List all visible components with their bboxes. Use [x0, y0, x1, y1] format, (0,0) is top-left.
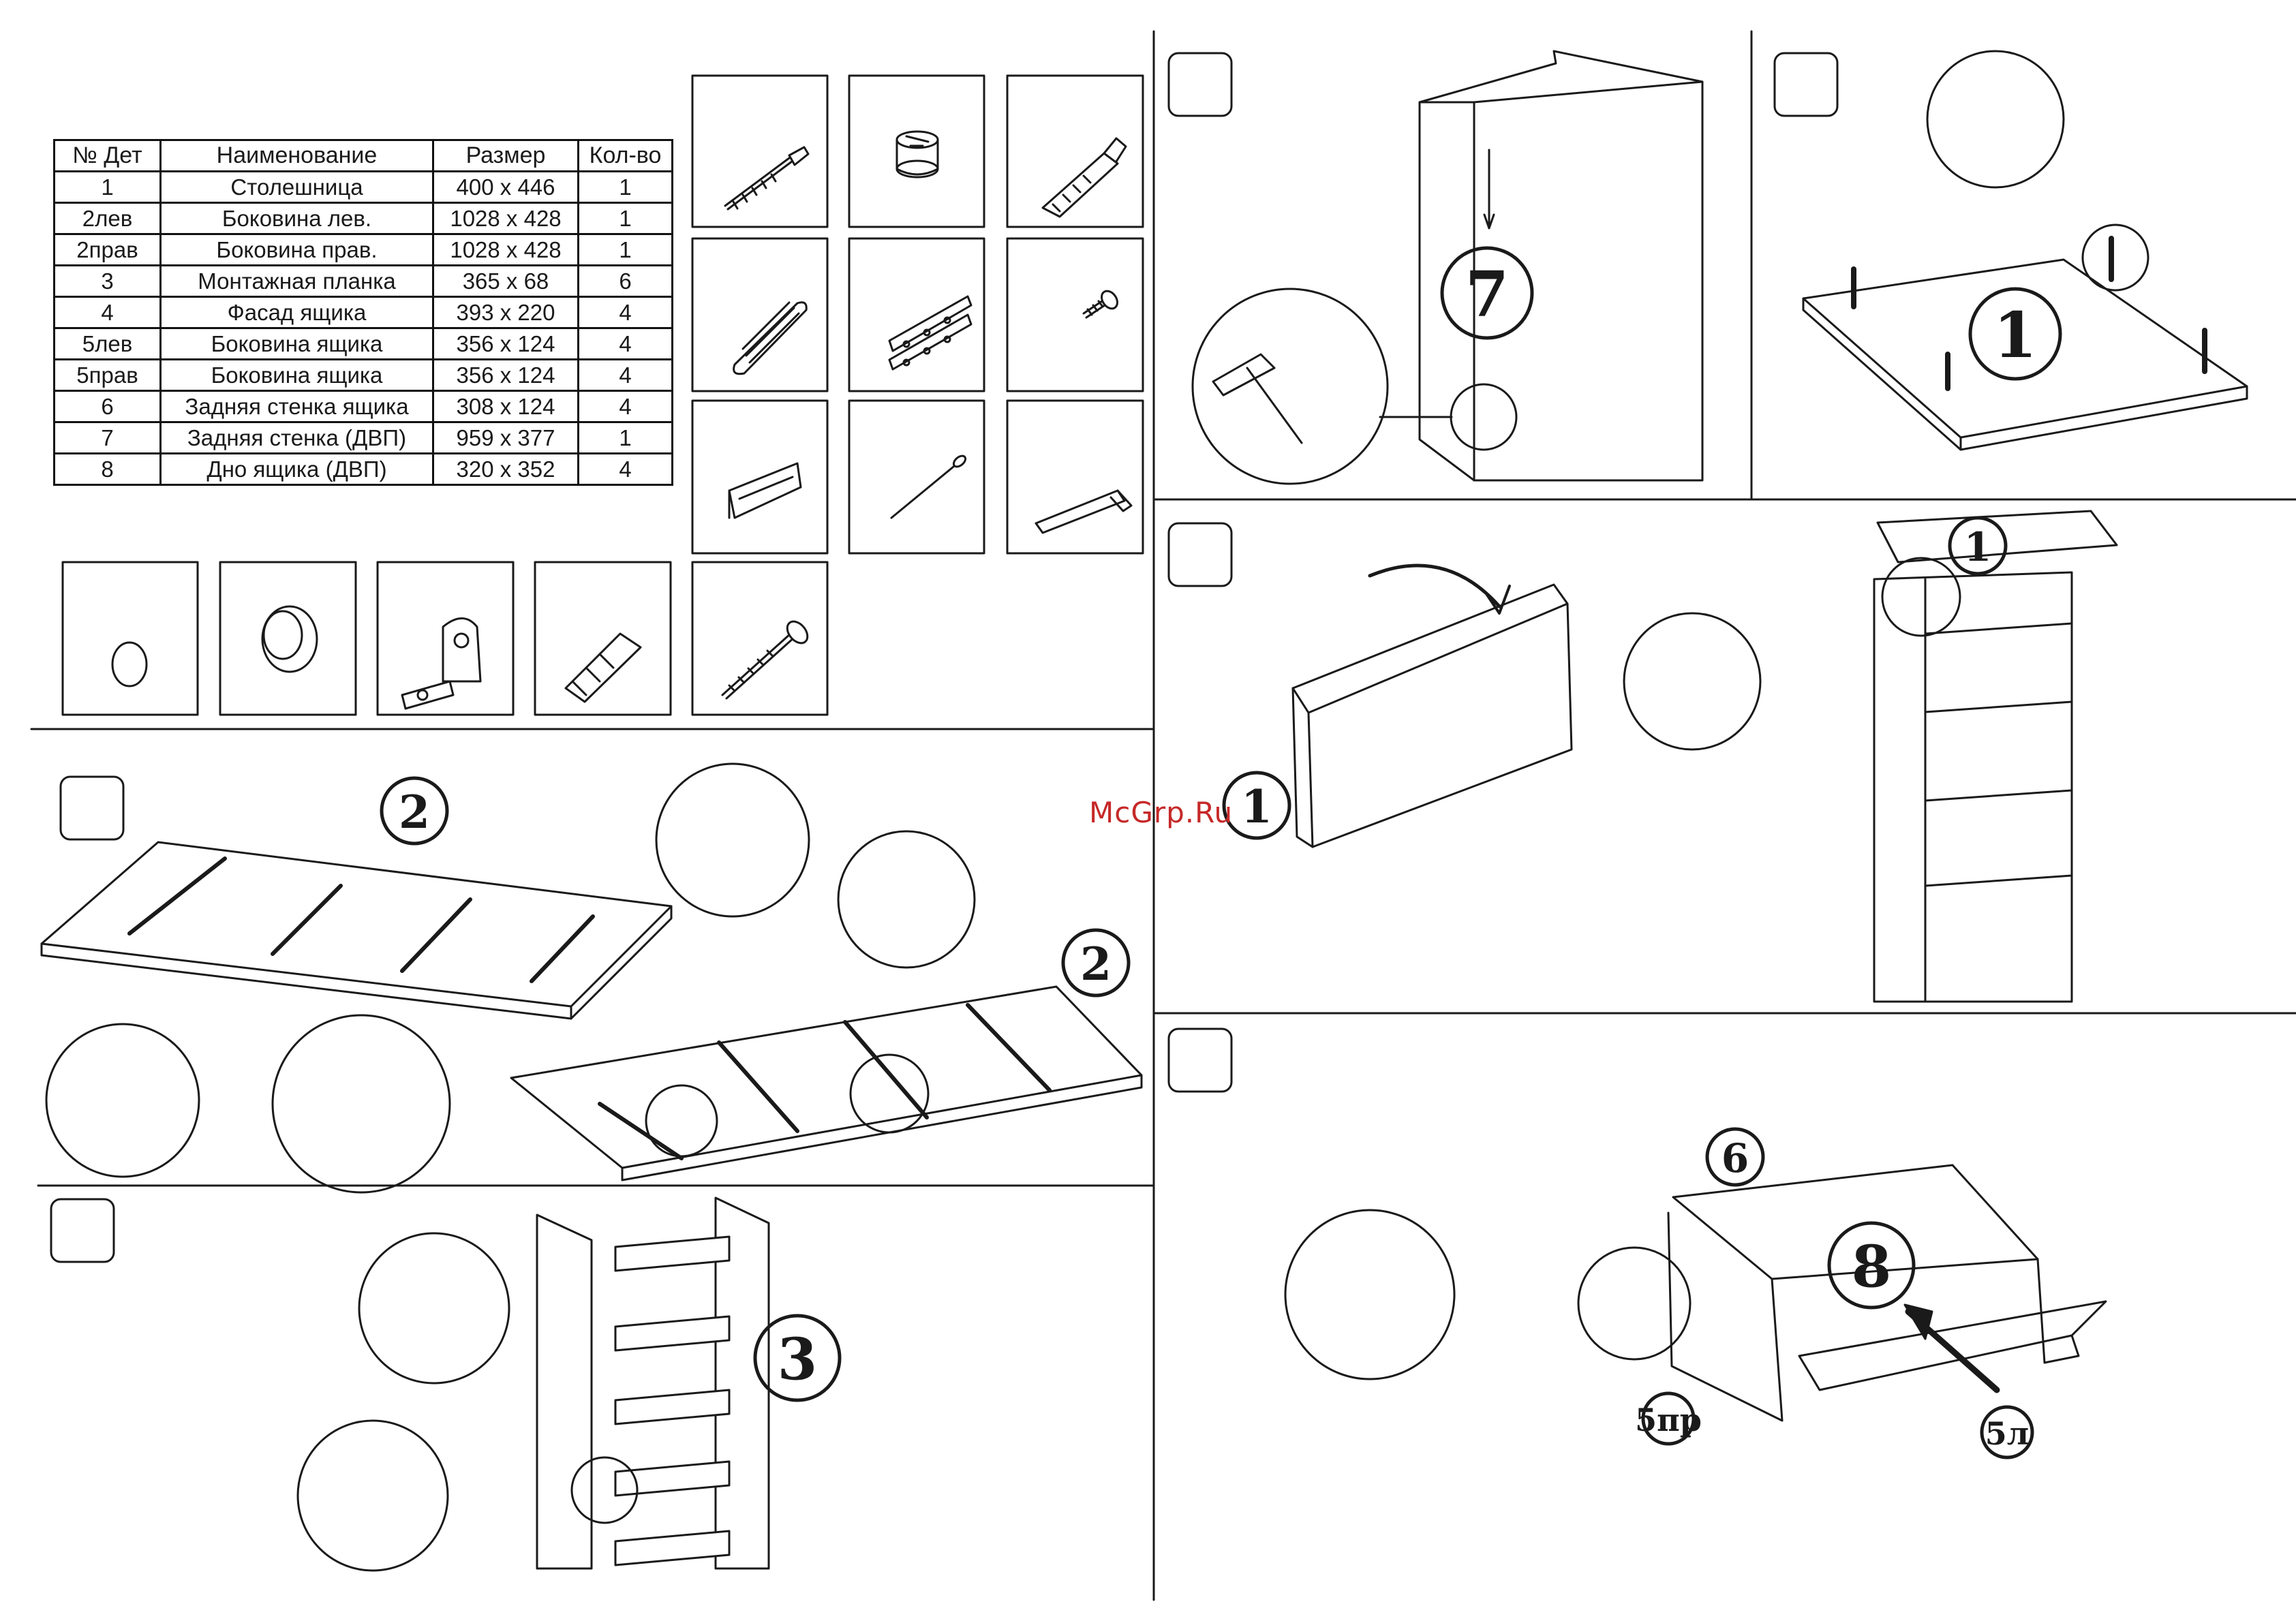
short-screw-icon [1082, 290, 1118, 319]
corner-bracket-icon [401, 617, 482, 710]
shelf-support-icon [728, 462, 802, 519]
callout-side-a: 2 [399, 786, 430, 839]
part-name-cell: Задняя стенка ящика [159, 390, 434, 423]
callout-drawer-bottom: 8 [1852, 1233, 1891, 1301]
cam-bolt-icon [1041, 137, 1127, 218]
part-name-cell: Задняя стенка (ДВП) [159, 421, 434, 454]
part-number-cell: 7 [53, 421, 162, 454]
part-number-cell: 2лев [53, 202, 162, 235]
part-number-cell: 4 [53, 296, 162, 329]
part-number-cell: 3 [53, 264, 162, 298]
wooden-dowel-icon [733, 301, 808, 375]
part-name-cell: Дно ящика (ДВП) [159, 452, 434, 486]
section-dividers [30, 30, 2296, 1601]
step-top-mount [1222, 510, 2118, 1003]
step-boxes [50, 52, 1839, 1263]
part-qty-cell: 1 [577, 170, 673, 204]
part-qty-cell: 1 [577, 202, 673, 235]
part-number-cell: 6 [53, 390, 162, 423]
part-name-cell: Боковина ящика [159, 358, 434, 392]
callout-drawer-side-r: 5пр [1635, 1402, 1702, 1438]
callout-rails: 3 [778, 1326, 817, 1393]
callout-labels: 7 1 1 1 2 2 3 6 8 5пр 5л [399, 258, 2037, 1452]
callout-top-3: 1 [1964, 524, 1991, 570]
part-qty-cell: 4 [577, 452, 673, 486]
part-name-cell: Монтажная планка [159, 264, 434, 298]
part-size-cell: 356 x 124 [432, 358, 579, 392]
part-qty-cell: 4 [577, 327, 673, 360]
hardware-grid [61, 74, 1144, 716]
step-side-panel [40, 762, 1143, 1194]
wall-plug-icon [564, 632, 642, 703]
part-size-cell: 959 x 377 [432, 421, 579, 454]
part-name-cell: Боковина лев. [159, 202, 434, 235]
part-qty-cell: 1 [577, 421, 673, 454]
part-size-cell: 400 x 446 [432, 170, 579, 204]
callout-drawer-back: 6 [1721, 1135, 1749, 1181]
part-qty-cell: 1 [577, 233, 673, 266]
part-qty-cell: 4 [577, 296, 673, 329]
step-top-bolts [1802, 50, 2248, 451]
part-number-cell: 5лев [53, 327, 162, 360]
callout-top-2: 1 [1241, 780, 1272, 833]
header-size: Размер [432, 139, 579, 172]
part-number-cell: 1 [53, 170, 162, 204]
callout-back-panel: 7 [1465, 258, 1509, 331]
parts-table-header: № Дет Наименование Размер Кол-во [53, 139, 673, 172]
confirmat-screw-icon [724, 146, 810, 211]
part-size-cell: 365 x 68 [432, 264, 579, 298]
part-qty-cell: 4 [577, 390, 673, 423]
part-size-cell: 320 x 352 [432, 452, 579, 486]
part-size-cell: 1028 x 428 [432, 233, 579, 266]
part-name-cell: Фасад ящика [159, 296, 434, 329]
part-size-cell: 308 x 124 [432, 390, 579, 423]
cap-small-icon [111, 641, 148, 687]
part-size-cell: 356 x 124 [432, 327, 579, 360]
cam-lock-icon [896, 130, 939, 179]
header-part-number: № Дет [53, 139, 162, 172]
drawer-runner-icon [888, 295, 973, 371]
header-name: Наименование [159, 139, 434, 172]
hex-key-icon [1035, 489, 1133, 534]
callout-drawer-side-l: 5л [1985, 1415, 2029, 1452]
part-number-cell: 5прав [53, 358, 162, 392]
part-number-cell: 8 [53, 452, 162, 486]
callout-side-b: 2 [1080, 938, 1112, 991]
step-back-panel [1191, 50, 1704, 485]
part-size-cell: 393 x 220 [432, 296, 579, 329]
long-screw-icon [721, 620, 809, 700]
header-quantity: Кол-во [577, 139, 673, 172]
knob-icon [261, 605, 318, 673]
callout-top-1: 1 [1993, 298, 2037, 372]
part-size-cell: 1028 x 428 [432, 202, 579, 235]
part-name-cell: Боковина прав. [159, 233, 434, 266]
part-name-cell: Столешница [159, 170, 434, 204]
part-name-cell: Боковина ящика [159, 327, 434, 360]
part-number-cell: 2прав [53, 233, 162, 266]
watermark: McGrp.Ru [1089, 796, 1234, 829]
step-drawer [1284, 1127, 2107, 1459]
part-qty-cell: 6 [577, 264, 673, 298]
step-rails [296, 1196, 842, 1572]
part-qty-cell: 4 [577, 358, 673, 392]
nail-icon [890, 454, 967, 519]
